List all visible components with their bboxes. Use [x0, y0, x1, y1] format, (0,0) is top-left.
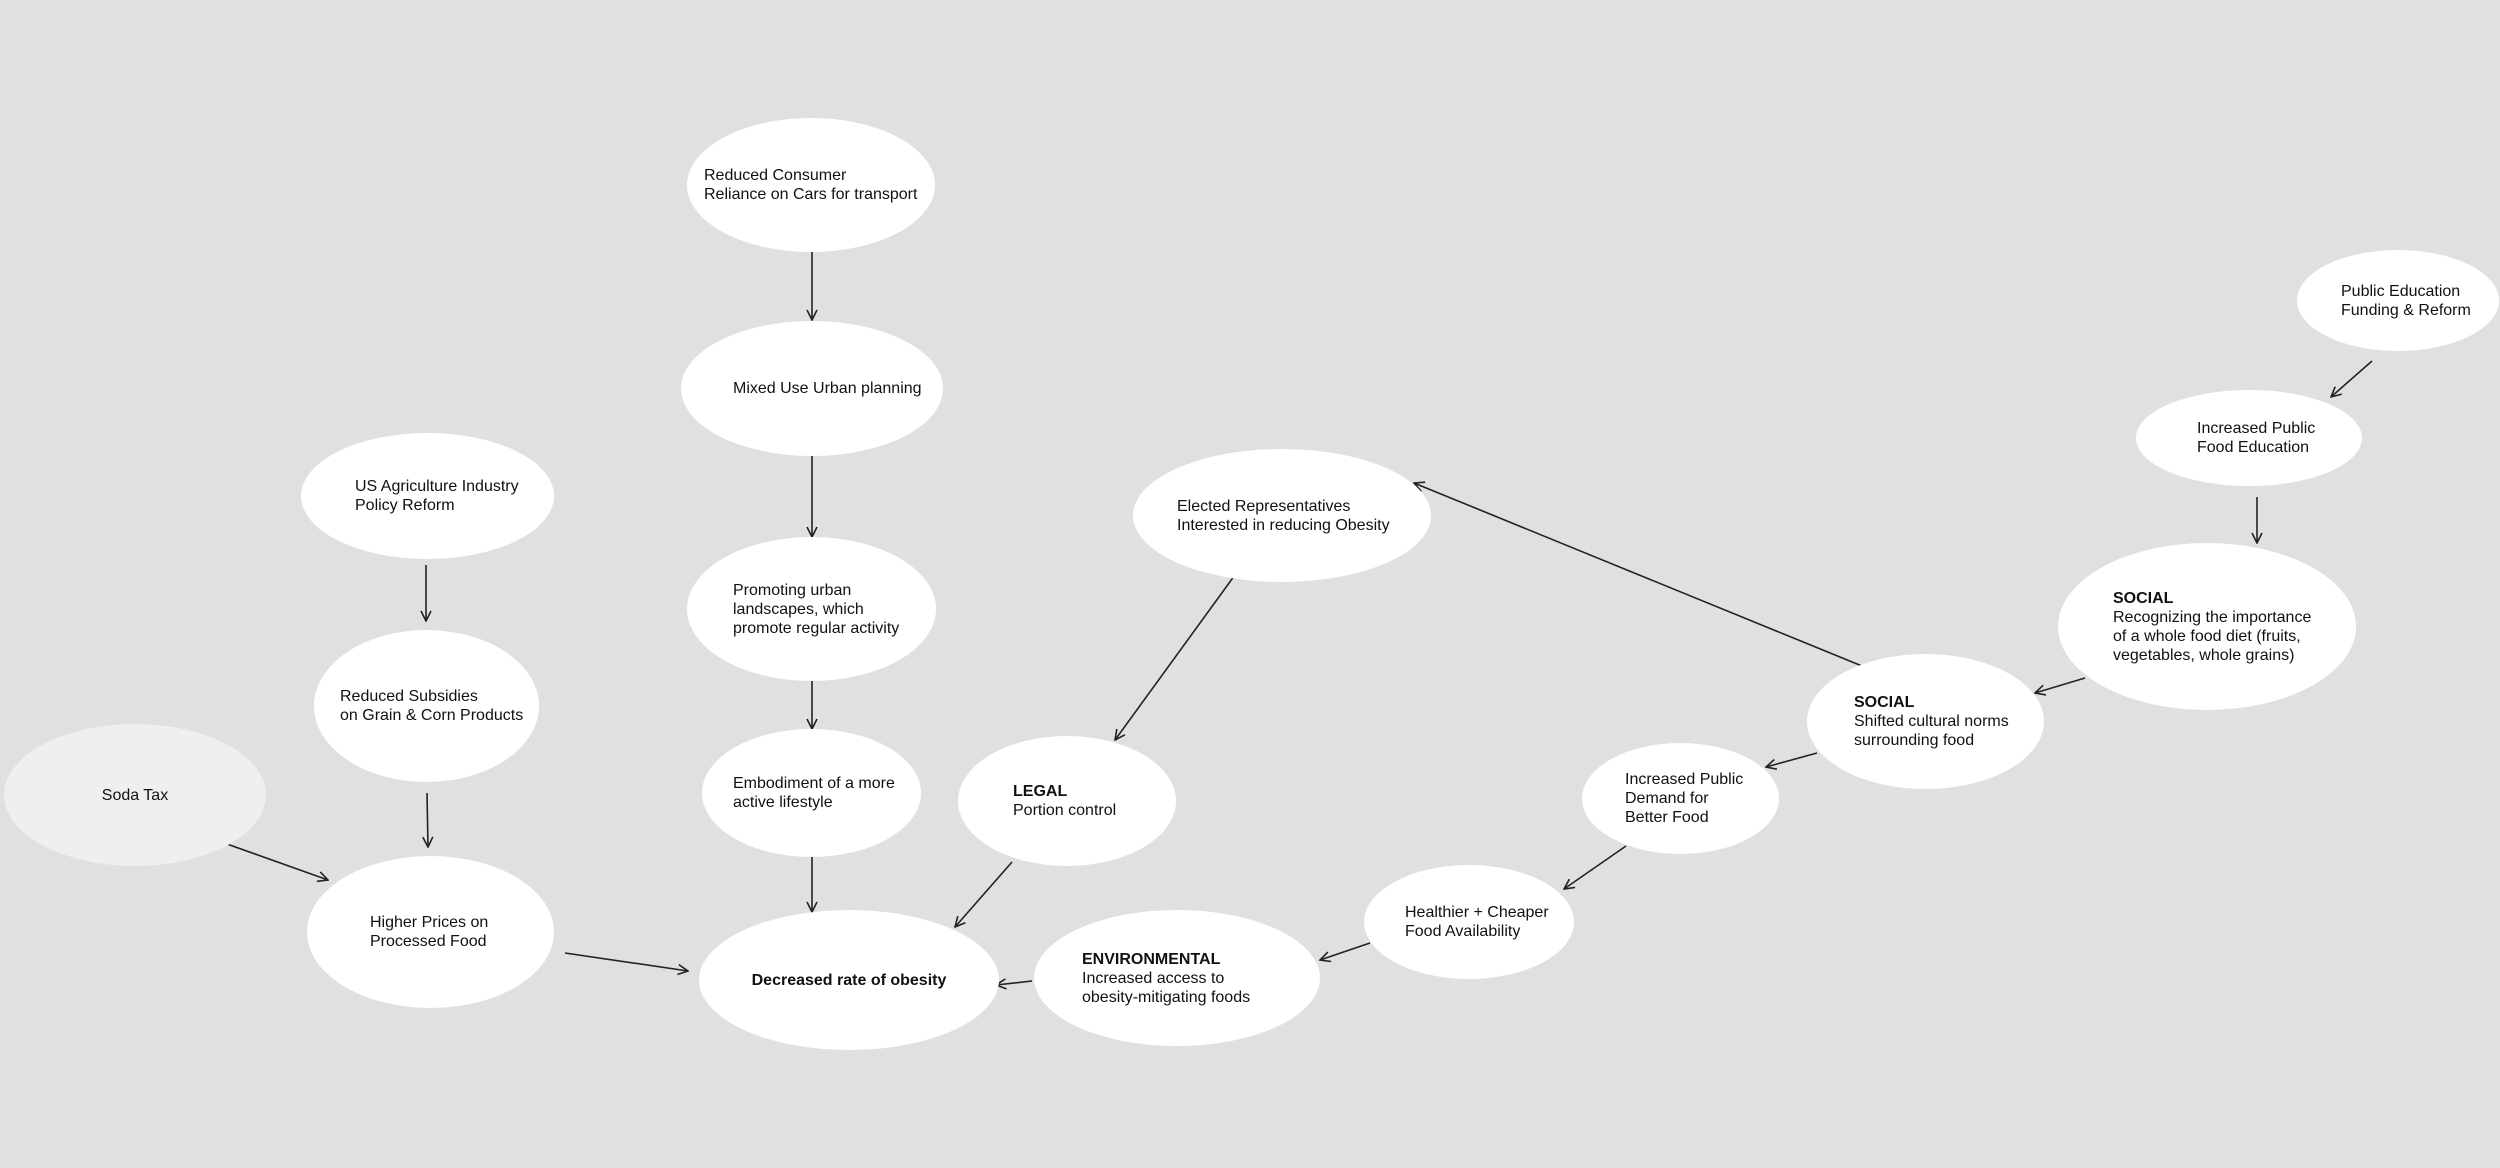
node-text: Increased access to obesity-mitigating f… — [1082, 969, 1251, 1006]
edge-environmental-to-obesity — [996, 981, 1033, 985]
node-text: Shifted cultural norms surrounding food — [1854, 713, 2009, 749]
node-label: US Agriculture Industry Policy Reform — [355, 478, 519, 514]
node-higher-prices: Higher Prices on Processed Food — [307, 856, 554, 1008]
node-category: LEGAL — [1013, 783, 1068, 800]
node-legal: LEGAL Portion control — [958, 736, 1176, 866]
node-label: Increased Public Food Education — [2197, 420, 2316, 456]
node-label: Soda Tax — [101, 786, 169, 804]
node-elected-reps: Elected Representatives Interested in re… — [1133, 449, 1431, 582]
node-public-demand: Increased Public Demand for Better Food — [1582, 743, 1779, 854]
node-label: Increased Public Demand for Better Food — [1625, 771, 1744, 826]
edge-whole-food-to-social-norms — [2035, 677, 2086, 693]
node-label: Public Education Funding & Reform — [2341, 282, 2471, 319]
edge-subsidies-to-higher-prices — [427, 792, 428, 847]
edge-social-norms-to-public-demand — [1766, 752, 1818, 767]
node-social-norms: SOCIAL Shifted cultural norms surrounding… — [1807, 654, 2044, 789]
edge-education-funding-to-food-education — [2331, 360, 2373, 397]
node-us-ag-reform: US Agriculture Industry Policy Reform — [301, 433, 554, 559]
node-reduced-subsidies: Reduced Subsidies on Grain & Corn Produc… — [314, 630, 539, 782]
edge-legal-to-obesity — [955, 861, 1013, 927]
edge-social-norms-to-elected-reps — [1414, 483, 1863, 667]
node-category: ENVIRONMENTAL — [1082, 950, 1221, 968]
node-mixed-use-planning: Mixed Use Urban planning — [681, 321, 943, 456]
edge-public-demand-to-healthier-food — [1564, 845, 1627, 889]
node-label: LEGAL Portion control — [1013, 782, 1116, 820]
node-label: Reduced Consumer Reliance on Cars for tr… — [704, 167, 918, 203]
node-label: Promoting urban landscapes, which promot… — [733, 581, 900, 637]
node-label: Healthier + Cheaper Food Availability — [1405, 904, 1549, 940]
edge-healthier-food-to-environmental — [1320, 942, 1371, 960]
node-label: Reduced Subsidies on Grain & Corn Produc… — [340, 688, 524, 724]
edge-elected-reps-to-legal — [1115, 567, 1241, 740]
node-label: Decreased rate of obesity — [751, 971, 947, 989]
node-category: SOCIAL — [2113, 589, 2174, 607]
node-reduced-car-reliance: Reduced Consumer Reliance on Cars for tr… — [687, 118, 935, 252]
node-food-education: Increased Public Food Education — [2136, 390, 2362, 486]
edge-soda-tax-to-higher-prices — [226, 843, 328, 880]
node-label: Mixed Use Urban planning — [733, 380, 922, 397]
node-label: Elected Representatives Interested in re… — [1177, 497, 1390, 534]
node-label: SOCIAL Shifted cultural norms surrounding… — [1854, 693, 2009, 750]
node-label: Higher Prices on Processed Food — [370, 914, 489, 950]
node-active-lifestyle: Embodiment of a more active lifestyle — [702, 729, 921, 857]
node-healthier-food: Healthier + Cheaper Food Availability — [1364, 865, 1574, 979]
node-decreased-obesity: Decreased rate of obesity — [699, 910, 999, 1050]
node-text: Recognizing the importance of a whole fo… — [2113, 608, 2312, 664]
node-education-funding: Public Education Funding & Reform — [2297, 250, 2499, 351]
node-label: Embodiment of a more active lifestyle — [733, 775, 895, 811]
node-soda-tax: Soda Tax — [4, 724, 266, 866]
edge-higher-prices-to-obesity — [564, 952, 688, 971]
node-promoting-landscapes: Promoting urban landscapes, which promot… — [687, 537, 936, 681]
node-text: Portion control — [1013, 802, 1117, 819]
node-category: SOCIAL — [1854, 694, 1915, 711]
